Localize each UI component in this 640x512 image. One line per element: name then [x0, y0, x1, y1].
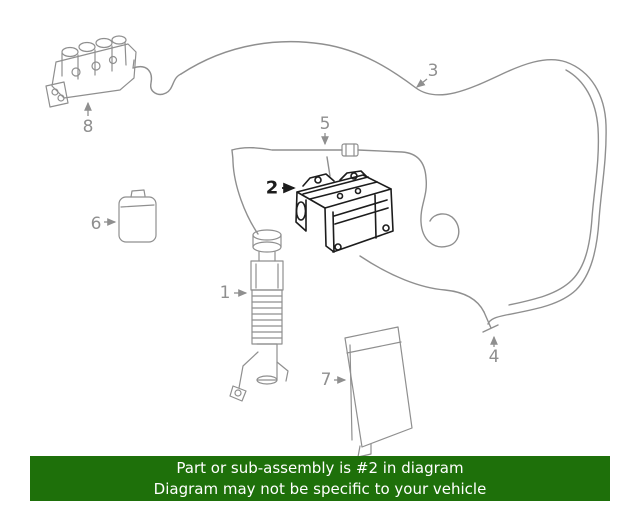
part-label-7: 7 [320, 370, 332, 390]
compressor-part-2 [295, 170, 394, 253]
valve-block-part-8 [45, 35, 137, 108]
line-end-part-4 [482, 311, 499, 333]
part-label-3: 3 [427, 61, 439, 81]
part-label-1: 1 [219, 283, 231, 303]
hose-fitting-part-5 [341, 143, 359, 157]
banner-line-2: Diagram may not be specific to your vehi… [153, 479, 487, 498]
part-label-5: 5 [319, 114, 331, 134]
leader-arrows [84, 78, 498, 384]
banner-line-1: Part or sub-assembly is #2 in diagram [176, 458, 464, 477]
part-label-6: 6 [90, 214, 102, 234]
part-label-8: 8 [82, 117, 94, 137]
air-strut-part-1 [229, 229, 289, 402]
air-lines-part-3 [132, 40, 607, 325]
part-label-2: 2 [265, 177, 279, 199]
shield-panel-part-7 [344, 326, 413, 458]
part-label-4: 4 [488, 347, 500, 367]
module-part-6 [118, 189, 157, 243]
info-banner: Part or sub-assembly is #2 in diagram Di… [30, 456, 610, 501]
